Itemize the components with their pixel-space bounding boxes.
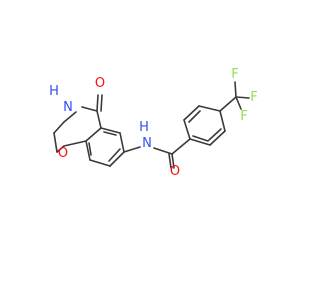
- fluorine-top-label: F: [231, 67, 238, 82]
- atom-labels: O H N O H N O F F F: [49, 67, 258, 179]
- bond-lines: [53, 81, 250, 169]
- fluorine-right-label: F: [250, 90, 257, 105]
- oxygen-ketone-label: O: [95, 76, 105, 91]
- molecule-structure-diagram: O H N O H N O F F F: [0, 0, 300, 300]
- fluorine-lower-label: F: [240, 109, 247, 124]
- background: [0, 0, 300, 300]
- amide-n-ring-label: N: [63, 100, 73, 115]
- amide-n-link-label: N: [142, 136, 152, 151]
- oxygen-amide-label: O: [170, 164, 180, 179]
- ring-oxygen-label: O: [58, 146, 68, 161]
- amide-nh-ring-h-label: H: [49, 84, 59, 99]
- amide-nh-link-h-label: H: [139, 120, 149, 135]
